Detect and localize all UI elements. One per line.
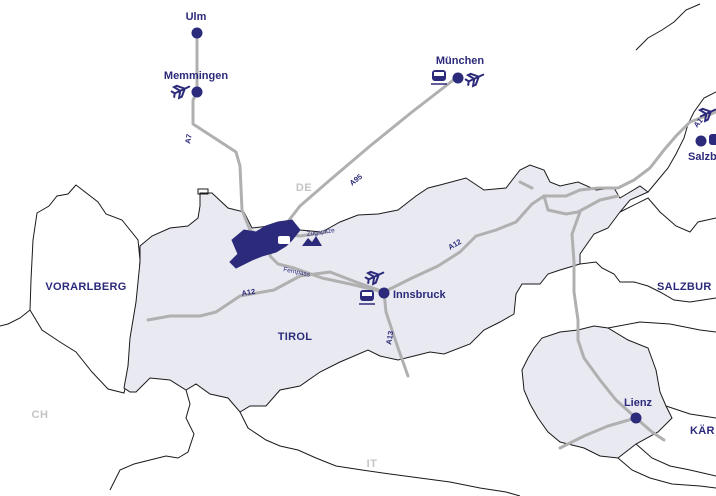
road-label-a12-west: A12 xyxy=(241,287,256,298)
road-lienz-west xyxy=(558,416,638,450)
city-label-salzburg: Salzb xyxy=(688,151,716,163)
border-swiss xyxy=(0,309,31,327)
border-italy xyxy=(109,389,716,496)
train-icon xyxy=(431,70,447,85)
road-east-link xyxy=(542,194,620,216)
road-label-a13: A13 xyxy=(384,330,395,345)
city-dot xyxy=(378,287,390,299)
region-label-vorarlberg: VORARLBERG xyxy=(45,281,126,293)
city-label-muenchen: München xyxy=(436,55,485,67)
airplane-icon xyxy=(697,107,716,123)
train-icon xyxy=(359,290,375,305)
road-a12 xyxy=(146,110,716,322)
region-label-salzburg: SALZBUR xyxy=(657,281,712,293)
city-dot xyxy=(191,27,203,39)
train-icon xyxy=(709,134,716,145)
city-lienz[interactable]: Lienz xyxy=(624,397,653,424)
city-innsbruck[interactable]: Innsbruck xyxy=(359,267,446,305)
border-kaernten xyxy=(607,321,716,477)
small-border-marker xyxy=(197,188,209,195)
airplane-icon xyxy=(170,84,191,100)
zugspitze-area xyxy=(229,219,301,269)
city-label-innsbruck: Innsbruck xyxy=(393,289,446,301)
border-salzburg xyxy=(579,3,716,303)
road-label-zugspitze: Zugspitze xyxy=(306,227,335,238)
city-dot xyxy=(191,86,203,98)
airplane-icon xyxy=(364,270,385,286)
road-label-a7: A7 xyxy=(183,133,194,144)
region-osttirol xyxy=(521,325,673,459)
city-salzburg[interactable]: Salzb xyxy=(688,104,716,163)
country-ch: CH xyxy=(32,409,49,421)
city-dot xyxy=(695,135,707,147)
airplane-icon xyxy=(464,72,485,88)
city-dot xyxy=(630,412,642,424)
city-muenchen[interactable]: München xyxy=(431,55,486,88)
road-label-a95: A95 xyxy=(348,172,364,188)
city-dot xyxy=(452,72,464,84)
region-vorarlberg xyxy=(29,184,141,394)
zugspitze-mountain-icon xyxy=(302,236,322,246)
city-label-ulm: Ulm xyxy=(186,11,207,23)
country-de: DE xyxy=(296,182,312,194)
road-upper-east xyxy=(518,180,534,190)
region-label-kaernten: KÄR xyxy=(690,424,715,437)
road-a13 xyxy=(382,290,410,378)
ehrwald-rail-icon xyxy=(278,236,290,244)
city-memmingen[interactable]: Memmingen xyxy=(164,70,228,100)
country-it: IT xyxy=(367,458,378,470)
city-label-lienz: Lienz xyxy=(624,397,653,409)
city-ulm[interactable]: Ulm xyxy=(186,11,207,39)
region-label-tirol: TIROL xyxy=(278,331,313,343)
city-label-memmingen: Memmingen xyxy=(164,70,228,82)
